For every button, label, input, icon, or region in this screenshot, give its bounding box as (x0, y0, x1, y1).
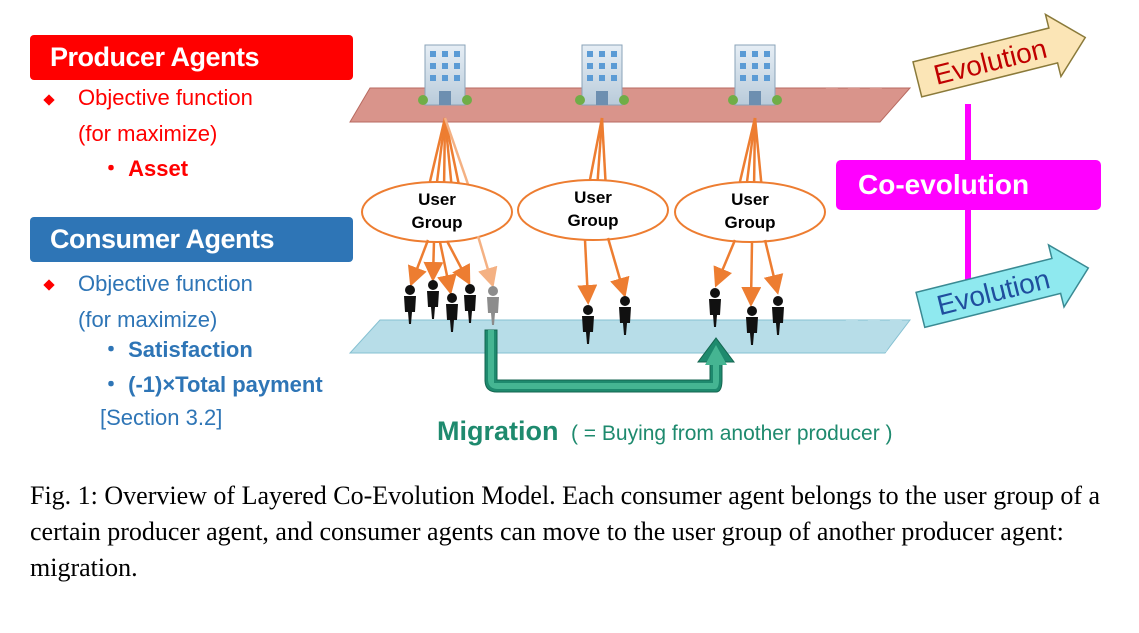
user-group-ellipse: User Group (517, 179, 669, 241)
migration-label: Migration (437, 416, 559, 446)
consumer-item-payment: ・ (-1)×Total payment (100, 372, 323, 397)
consumer-agents-box: Consumer Agents (30, 217, 353, 262)
user-group-label-line2: Group (725, 213, 776, 232)
consumer-objective-label: Objective function (78, 271, 253, 296)
person-icon (427, 280, 439, 319)
coevolution-label: Co-evolution (858, 169, 1029, 200)
section-reference: [Section 3.2] (100, 405, 223, 430)
consumer-layer (348, 319, 912, 354)
user-group-label-line2: Group (568, 211, 619, 230)
person-icon (619, 296, 631, 335)
producer-objective-label: Objective function (78, 85, 253, 110)
person-icon (582, 305, 594, 344)
consumer-objective-cont: (for maximize) (78, 307, 218, 332)
user-group-label-line1: User (418, 190, 456, 209)
building-icon (418, 44, 472, 106)
person-icon (709, 288, 721, 327)
user-group-label-line1: User (731, 190, 769, 209)
migration-caption: Migration ( = Buying from another produc… (437, 416, 893, 446)
producer-to-group-lines (426, 117, 764, 191)
producer-agents-title: Producer Agents (50, 42, 260, 72)
person-icon (464, 284, 476, 323)
consumer-item-satisfaction: ・ Satisfaction (100, 337, 253, 362)
user-group-label-line2: Group (412, 213, 463, 232)
person-icon (772, 296, 784, 335)
producer-agents-box: Producer Agents (30, 35, 353, 80)
person-icon (746, 306, 758, 345)
user-group-ellipse: User Group (674, 181, 826, 243)
person-icon (446, 293, 458, 332)
evolution-top-label: Evolution (931, 33, 1050, 91)
migration-desc: ( = Buying from another producer ) (571, 422, 893, 445)
evolution-bottom-label: Evolution (934, 263, 1053, 321)
building-icon (728, 44, 782, 106)
building-icon (575, 44, 629, 106)
producer-objective-cont: (for maximize) (78, 121, 218, 146)
user-group-ellipse: User Group (361, 181, 513, 243)
migrating-person-icon (487, 286, 499, 325)
consumer-agents-title: Consumer Agents (50, 224, 275, 254)
migration-arrow (484, 329, 735, 393)
person-icon (404, 285, 416, 324)
producer-item-asset: ・ Asset (100, 156, 189, 181)
coevolution-diagram: User Group User Group User Group (348, 12, 1101, 446)
evolution-arrow-top: Evolution (912, 12, 1087, 98)
coevolution-box: Co-evolution (836, 160, 1101, 210)
group-to-consumer-arrows (407, 235, 784, 307)
evolution-arrow-bottom: Evolution (915, 243, 1090, 329)
figure-caption: Fig. 1: Overview of Layered Co-Evolution… (30, 481, 1101, 582)
user-group-label-line1: User (574, 188, 612, 207)
